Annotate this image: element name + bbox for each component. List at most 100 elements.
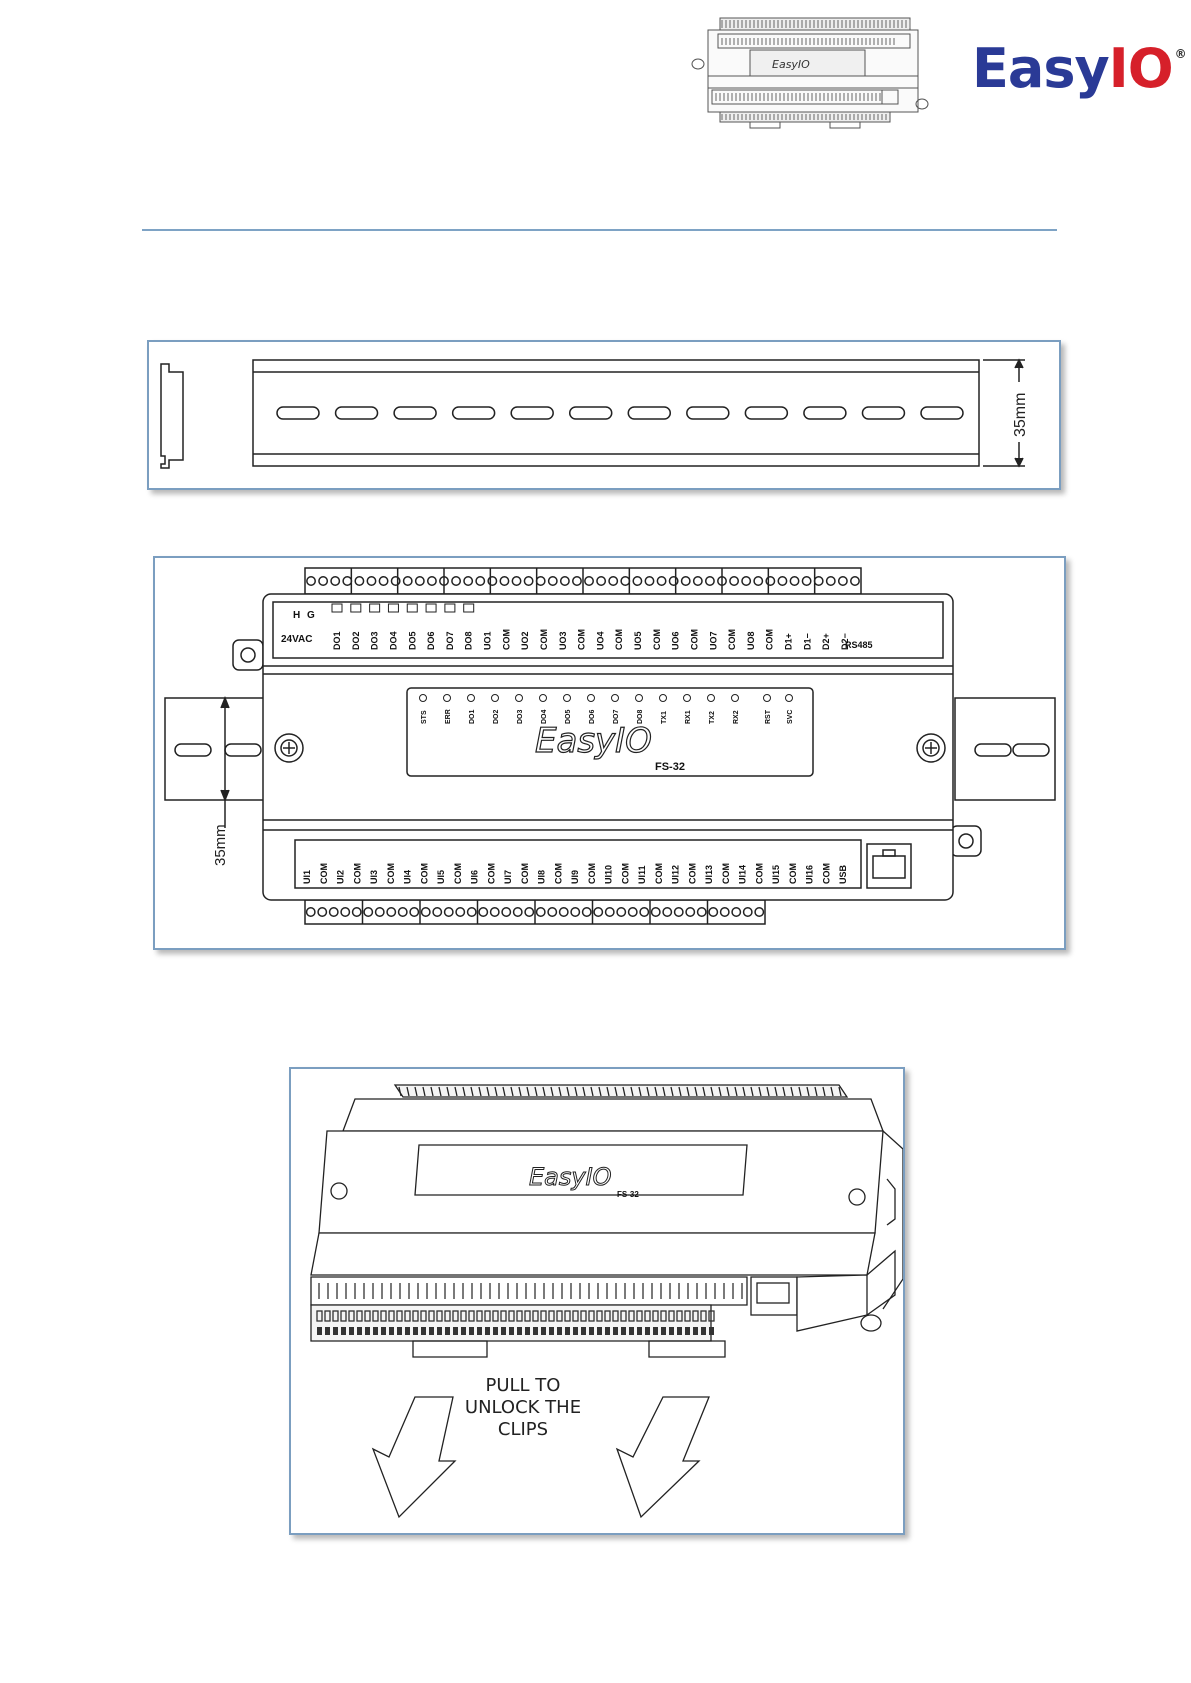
terminal-screw (501, 907, 512, 917)
terminal-screw (731, 907, 742, 917)
top-terminal-label: COM (539, 629, 549, 650)
led-label: TX2 (709, 711, 716, 724)
led-indicator (563, 694, 571, 702)
bottom-terminal-label: UI4 (403, 870, 413, 884)
terminal-screw (535, 907, 546, 917)
led-indicator (731, 694, 739, 702)
left-pull-arrow (371, 1396, 457, 1519)
terminal-screw (475, 576, 486, 586)
led-label: DO4 (541, 710, 548, 725)
rs485-label: RS485 (845, 640, 873, 650)
rail-left (164, 697, 266, 801)
terminal-screw (318, 576, 329, 586)
bottom-terminal-label: COM (419, 863, 429, 884)
bottom-terminal-label: UI16 (805, 865, 815, 884)
terminal-screw (673, 907, 684, 917)
usb-port (866, 843, 912, 889)
terminal-screw (511, 576, 522, 586)
label-h: H (293, 610, 300, 621)
bottom-terminal-label: COM (553, 863, 563, 884)
led-indicator (467, 694, 475, 702)
top-terminal-label: COM (614, 629, 624, 650)
led-indicator (683, 694, 691, 702)
top-terminal-label: COM (765, 629, 775, 650)
right-pull-arrow (615, 1396, 710, 1519)
terminal-screw (340, 907, 351, 917)
rail-slot (510, 406, 554, 420)
terminal-screw (330, 576, 341, 586)
rail-slot (393, 406, 437, 420)
terminal-screw (741, 576, 752, 586)
top-terminal-label: D1+ (784, 633, 794, 650)
bottom-terminal-label: COM (319, 863, 329, 884)
top-terminal-label: D1− (802, 633, 812, 650)
terminal-screw (455, 907, 466, 917)
terminal-screw (366, 576, 377, 586)
bottom-terminal-label: COM (821, 863, 831, 884)
din-rail-figure: 35mm (147, 340, 1061, 490)
rail-slot (686, 406, 730, 420)
led-label: DO3 (517, 710, 524, 725)
rail-dimension-label: 35mm (1012, 393, 1029, 437)
terminal-screw (397, 907, 408, 917)
terminal-screw (632, 576, 643, 586)
led-indicator (419, 694, 427, 702)
terminal-screw (850, 576, 860, 586)
led-label: DO1 (469, 710, 476, 725)
terminal-screw (351, 907, 362, 917)
rail-slot (744, 406, 789, 420)
terminal-screw (604, 907, 615, 917)
rail-slot (920, 406, 964, 420)
logo-text: Easy (972, 37, 1110, 100)
led-label: TX1 (661, 711, 668, 724)
terminal-screw (306, 576, 316, 586)
terminal-screw (559, 576, 570, 586)
rail-slot (861, 406, 906, 420)
terminal-screw (443, 907, 454, 917)
led-indicator (635, 694, 643, 702)
terminal-screw (390, 576, 401, 586)
bottom-terminal-label: UI9 (570, 870, 580, 884)
front-dimension-label: 35mm (212, 824, 229, 866)
terminal-screw (639, 907, 650, 917)
top-terminal-label: UO4 (595, 631, 605, 650)
top-terminal-label: UO7 (708, 631, 718, 650)
terminal-screw (704, 576, 715, 586)
terminal-screw (593, 907, 604, 917)
led-label: RX2 (733, 710, 740, 724)
top-terminal-label: DO3 (370, 631, 380, 650)
top-terminal-label: DO2 (351, 631, 361, 650)
bottom-terminal-label: COM (486, 863, 496, 884)
terminal-screw (409, 907, 420, 917)
terminal-screw (837, 576, 848, 586)
bottom-terminal-label: UI2 (336, 870, 346, 884)
terminal-screw (650, 907, 661, 917)
top-terminal-label: DO7 (445, 631, 455, 650)
led-label: SVC (787, 710, 794, 724)
led-label: STS (421, 710, 428, 724)
bottom-terminal-label: COM (620, 863, 630, 884)
terminal-screw (581, 907, 592, 917)
top-terminal-label: COM (652, 629, 662, 650)
bottom-terminal-label: UI5 (436, 870, 446, 884)
iso-model-label: FS-32 (617, 1190, 639, 1199)
terminal-screw (558, 907, 569, 917)
terminal-screw (680, 576, 691, 586)
front-brand-label: EasyIO (535, 721, 652, 761)
front-model-label: FS-32 (655, 761, 685, 773)
terminal-screw (656, 576, 667, 586)
terminal-screw (317, 907, 328, 917)
thumbnail-brand: EasyIO (772, 58, 810, 71)
led-indicator (539, 694, 547, 702)
top-terminal-label: COM (689, 629, 699, 650)
bottom-terminal-label: COM (654, 863, 664, 884)
rail-slot (451, 406, 496, 420)
bottom-terminal-label: COM (386, 863, 396, 884)
pull-instruction-line-2: UNLOCK THE (465, 1397, 581, 1418)
led-indicator (785, 694, 793, 702)
top-terminal-label: COM (577, 629, 587, 650)
terminal-screw (801, 576, 812, 586)
terminal-screw (466, 907, 477, 917)
terminal-screw (742, 907, 753, 917)
terminal-screw (402, 576, 413, 586)
